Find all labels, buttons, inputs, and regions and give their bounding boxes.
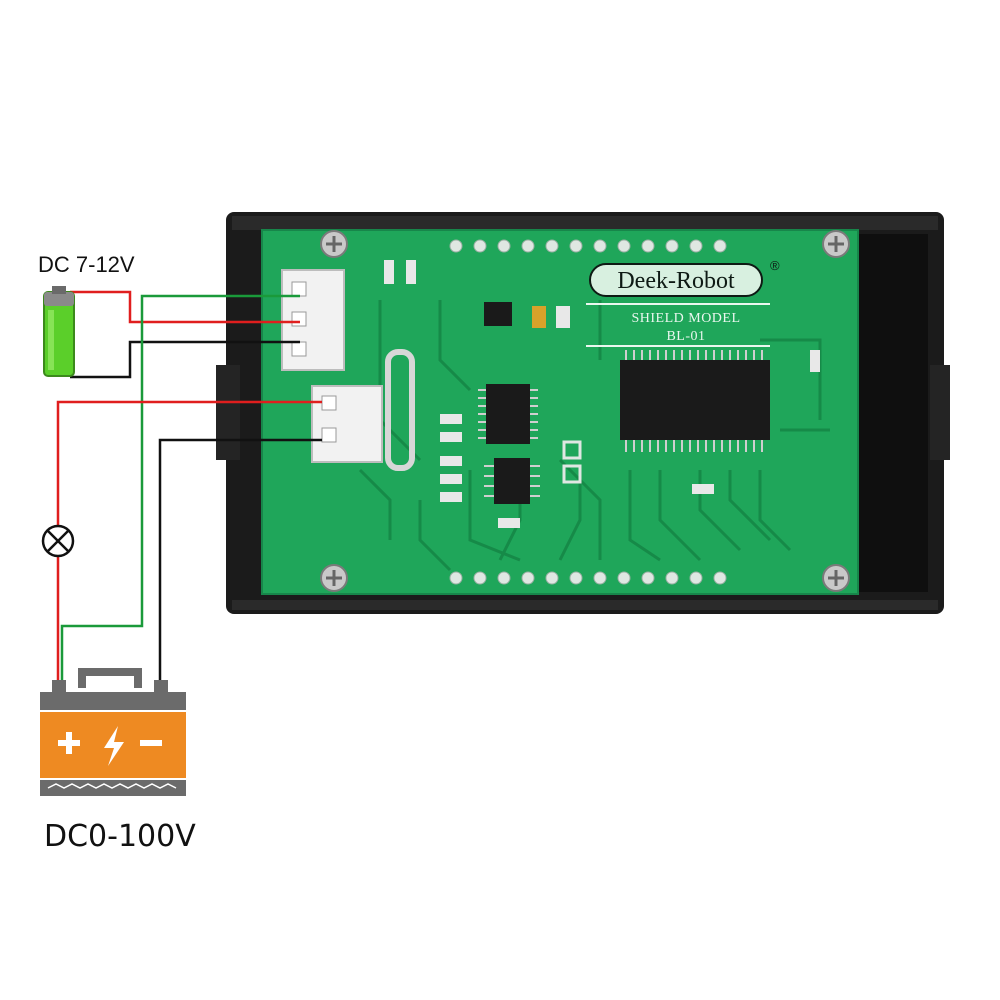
control-supply-label: DC 7-12V <box>38 252 135 277</box>
measure-connector-2pin <box>311 385 383 463</box>
brand-name: Deek-Robot <box>617 268 735 294</box>
battery-terminal-negative <box>154 680 168 692</box>
case-clip-left <box>216 365 240 460</box>
plus-icon <box>58 732 80 754</box>
power-connector-3pin <box>281 269 345 371</box>
smd-components <box>384 260 820 528</box>
supply-ground-wire <box>70 340 300 379</box>
battery-terminal-positive <box>52 680 66 692</box>
lamp-icon <box>41 524 75 558</box>
mounting-screw-icon <box>320 564 348 592</box>
signal-wire <box>60 294 300 688</box>
mounting-screw-icon <box>822 230 850 258</box>
measure-positive-wire <box>56 400 322 526</box>
brand-logo: Deek-Robot ® <box>589 258 780 297</box>
measured-source-label: DC0-100V <box>44 819 196 854</box>
car-battery-icon <box>40 668 186 796</box>
small-ic-chip <box>484 458 540 504</box>
registered-mark: ® <box>770 258 780 273</box>
main-ic-chip <box>620 350 770 452</box>
bottom-header-pads <box>449 571 727 585</box>
microcontroller-chip <box>478 384 538 444</box>
mounting-screw-icon <box>822 564 850 592</box>
model-line-2: BL-01 <box>666 329 705 344</box>
top-header-pads <box>449 239 727 253</box>
crystal-oscillator <box>385 349 415 471</box>
mounting-screw-icon <box>320 230 348 258</box>
supply-positive-wire <box>70 290 300 324</box>
battery-icon <box>43 286 75 377</box>
pcb-board: Deek-Robot ® SHIELD MODEL BL-01 <box>261 229 859 595</box>
lightning-bolt-icon <box>104 726 124 766</box>
case-cavity <box>858 234 928 592</box>
measure-ground-wire <box>158 438 322 688</box>
case-clip-right <box>930 365 950 460</box>
model-line-1: SHIELD MODEL <box>631 311 740 326</box>
pcb-traces <box>358 300 830 572</box>
minus-icon <box>140 740 162 746</box>
voltage-regulator <box>484 302 512 326</box>
